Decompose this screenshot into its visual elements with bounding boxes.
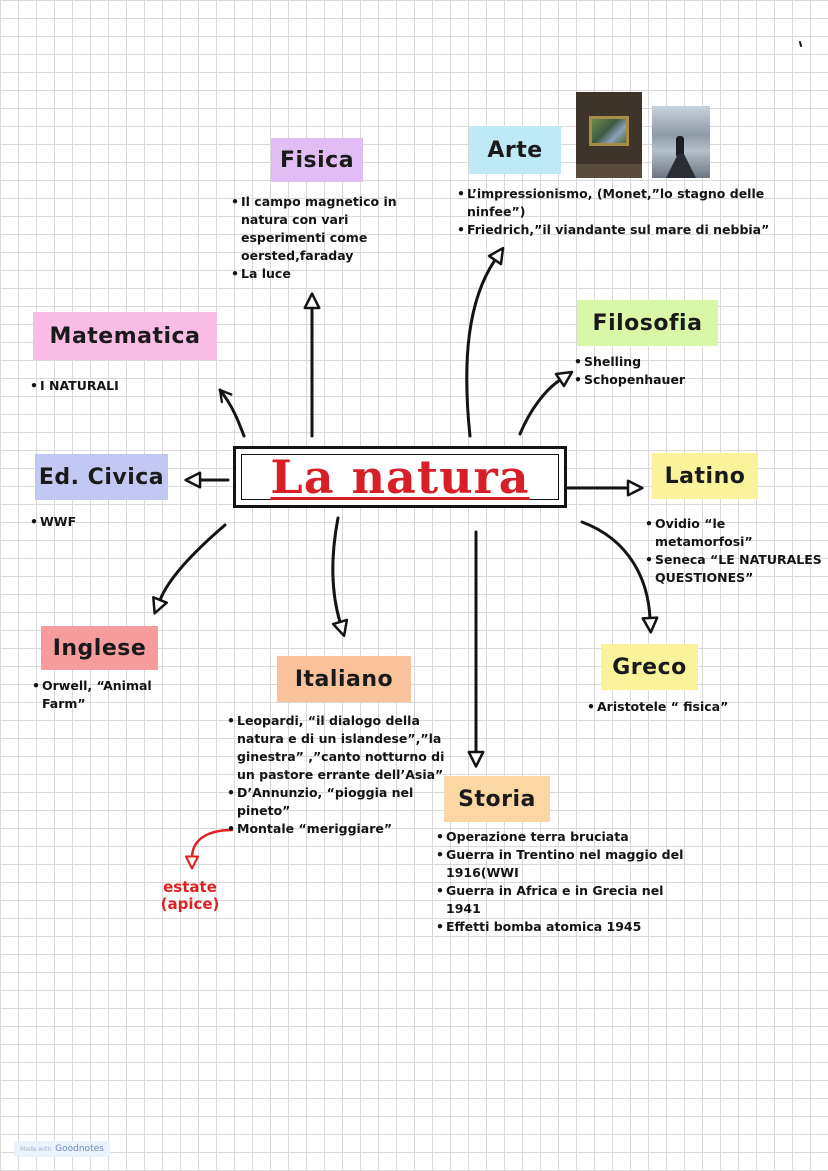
watermark-made-with: Made with	[20, 1145, 52, 1153]
arrow-to-matematica	[218, 388, 246, 438]
topic-arte-label: Arte	[469, 126, 561, 174]
topic-greco-label: Greco	[601, 644, 698, 690]
list-item: Guerra in Trentino nel maggio del 1916(W…	[436, 846, 686, 882]
list-item: WWF	[30, 513, 130, 531]
arrow-to-estate	[184, 828, 234, 870]
topic-storia-notes: Operazione terra bruciata Guerra in Tren…	[436, 828, 686, 936]
list-item: Leopardi, “il dialogo della natura e di …	[227, 712, 453, 784]
annotation-line-1: estate	[163, 878, 217, 896]
topic-latino-label: Latino	[652, 453, 758, 499]
list-item: Orwell, “Animal Farm”	[32, 677, 192, 713]
topic-matematica-label: Matematica	[33, 312, 217, 360]
topic-italiano-notes: Leopardi, “il dialogo della natura e di …	[227, 712, 453, 838]
topic-fisica-label: Fisica	[271, 138, 363, 182]
central-topic-title: La natura	[270, 450, 530, 504]
list-item: Seneca “LE NATURALES QUESTIONES”	[645, 551, 823, 587]
topic-inglese-label: Inglese	[41, 626, 158, 670]
list-item: La luce	[231, 265, 401, 283]
topic-inglese-notes: Orwell, “Animal Farm”	[32, 677, 192, 713]
topic-greco-notes: Aristotele “ fisica”	[587, 698, 787, 716]
topic-filosofia-label: Filosofia	[577, 300, 718, 346]
list-item: Il campo magnetico in natura con vari es…	[231, 193, 401, 265]
arrow-to-filosofia	[518, 370, 574, 436]
list-item: I NATURALI	[30, 377, 180, 395]
topic-edcivica-label: Ed. Civica	[35, 454, 168, 500]
list-item: Shelling	[574, 353, 724, 371]
topic-filosofia-notes: Shelling Schopenhauer	[574, 353, 724, 389]
list-item: Schopenhauer	[574, 371, 724, 389]
list-item: Ovidio “le metamorfosi”	[645, 515, 823, 551]
list-item: D’Annunzio, “pioggia nel pineto”	[227, 784, 453, 820]
list-item: L’impressionismo, (Monet,”lo stagno dell…	[457, 185, 797, 221]
central-topic-box: La natura	[233, 446, 567, 508]
annotation-line-2: (apice)	[160, 895, 220, 913]
list-item: Montale “meriggiare”	[227, 820, 453, 838]
painting-impressionism-image	[576, 92, 642, 178]
topic-storia-label: Storia	[444, 776, 550, 822]
topic-italiano-label: Italiano	[277, 656, 411, 702]
goodnotes-watermark: Made with Goodnotes	[14, 1141, 110, 1157]
watermark-brand: Goodnotes	[55, 1144, 104, 1154]
arrow-to-arte	[465, 246, 505, 438]
arrow-to-italiano	[331, 516, 349, 638]
painting-wanderer-image	[652, 106, 710, 178]
pen-mark	[799, 41, 802, 47]
annotation-estate: estate (apice)	[140, 879, 240, 913]
topic-edcivica-notes: WWF	[30, 513, 130, 531]
topic-arte-notes: L’impressionismo, (Monet,”lo stagno dell…	[457, 185, 797, 239]
list-item: Aristotele “ fisica”	[587, 698, 787, 716]
list-item: Operazione terra bruciata	[436, 828, 686, 846]
topic-latino-notes: Ovidio “le metamorfosi” Seneca “LE NATUR…	[645, 515, 823, 587]
topic-matematica-notes: I NATURALI	[30, 377, 180, 395]
list-item: Effetti bomba atomica 1945	[436, 918, 686, 936]
topic-fisica-notes: Il campo magnetico in natura con vari es…	[231, 193, 401, 283]
arrow-to-greco	[580, 520, 659, 634]
list-item: Friedrich,”il viandante sul mare di nebb…	[457, 221, 797, 239]
arrow-to-inglese	[152, 523, 227, 615]
list-item: Guerra in Africa e in Grecia nel 1941	[436, 882, 686, 918]
